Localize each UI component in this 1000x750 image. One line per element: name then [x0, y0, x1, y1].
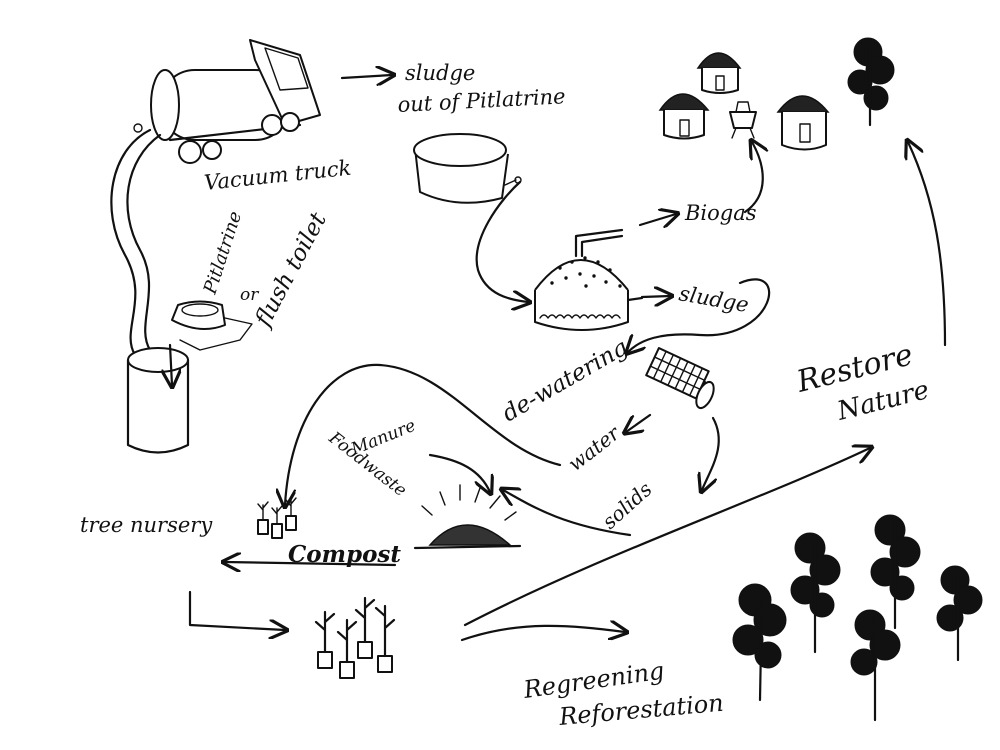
sludge-out-label-line1: sludge — [405, 61, 475, 85]
sludge-tank-icon — [413, 133, 522, 204]
tree-nursery-icon — [257, 497, 297, 539]
pit-latrine-icon — [126, 343, 190, 454]
biogas-digester-icon — [534, 228, 644, 331]
forest-icon — [732, 514, 983, 722]
tree-icon — [847, 37, 895, 127]
tree-nursery-label: tree nursery — [80, 513, 213, 537]
dewatering-drum-icon — [645, 346, 715, 410]
manure-label: Manure — [347, 416, 418, 460]
vacuum-truck-label: Vacuum truck — [203, 156, 352, 195]
sludge-out-label-line2: out of Pitlatrine — [397, 84, 566, 117]
water-label: water — [563, 420, 625, 476]
compost-heap-icon — [413, 484, 522, 550]
flush-toilet-icon — [171, 300, 253, 351]
vacuum-truck-icon — [133, 39, 321, 164]
suction-hose — [110, 128, 162, 357]
dewatering-label: de-watering — [498, 335, 632, 428]
seedlings-icon — [314, 596, 396, 679]
solids-label: solids — [597, 477, 656, 534]
flow-arrows — [188, 75, 947, 640]
village-huts-icon — [658, 52, 830, 151]
pit-latrine-label-line2: or — [240, 285, 259, 305]
pit-latrine-label-line3: flush toilet — [249, 208, 332, 333]
compost-label: Compost — [288, 541, 401, 568]
biogas-label: Biogas — [684, 201, 757, 225]
sludge-label: sludge — [677, 281, 750, 317]
